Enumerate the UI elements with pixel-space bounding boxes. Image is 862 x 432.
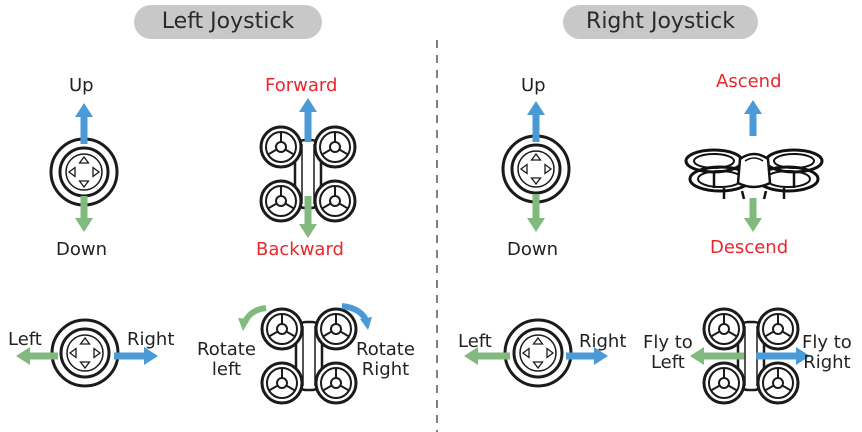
fly-left-arrow-icon [690,347,744,365]
joystick-icon [503,318,573,388]
descend-label: Descend [710,237,789,258]
up-arrow-icon [75,103,93,144]
joystick-icon [49,137,119,207]
backward-arrow-icon [299,196,317,238]
forward-label: Forward [265,75,338,96]
up-label: Up [69,75,94,96]
left-arrow-icon [16,347,58,365]
rotate-left-arrow-icon [238,305,267,331]
descend-arrow-icon [744,198,762,232]
rotate-right-arrow-icon [341,303,372,330]
right-label: Right [579,331,627,352]
left-label: Left [458,331,492,352]
joystick-icon [501,134,571,204]
up-arrow-icon [527,101,545,142]
drone-side-icon [684,148,824,201]
right-label: Right [127,329,175,350]
right-arrow-icon [566,347,608,365]
backward-label: Backward [256,239,344,260]
down-label: Down [507,239,559,260]
down-arrow-icon [75,196,93,232]
down-arrow-icon [527,194,545,232]
up-label: Up [521,75,546,96]
ascend-arrow-icon [744,100,762,136]
joystick-icon [50,318,120,388]
left-label: Left [8,329,42,350]
right-joystick-title: Right Joystick [563,5,758,39]
drone-top-icon [262,309,356,403]
left-joystick-title: Left Joystick [134,5,322,39]
fly-right-arrow-icon [756,347,810,365]
right-arrow-icon [114,347,158,365]
forward-arrow-icon [299,98,317,142]
ascend-label: Ascend [716,71,782,92]
left-arrow-icon [464,347,510,365]
down-label: Down [56,239,108,260]
